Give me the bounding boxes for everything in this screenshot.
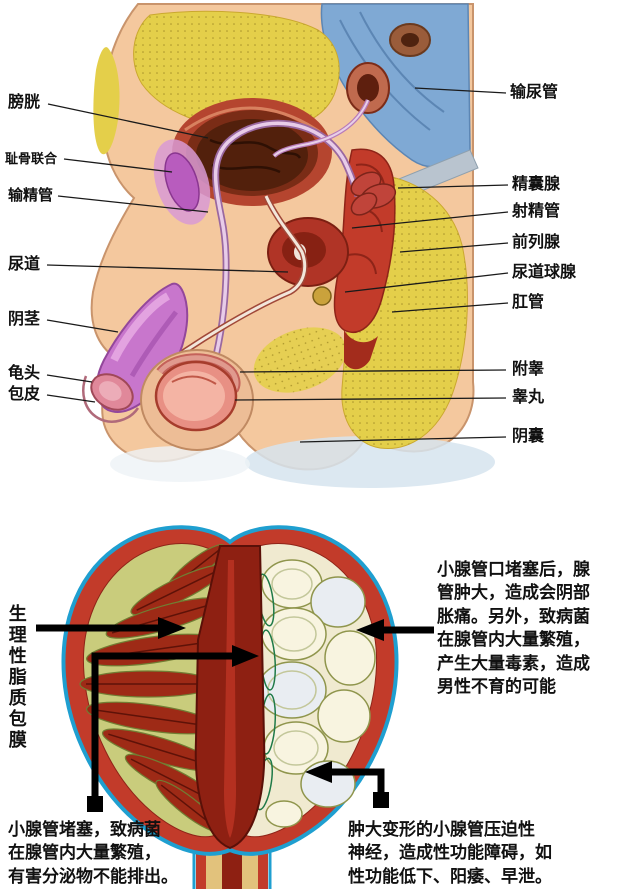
label-lipid-capsule: 生理性脂质包膜 [6, 604, 27, 751]
label-scrotum: 阴囊 [512, 428, 545, 445]
label-penis: 阴茎 [8, 311, 41, 328]
leader-lines [46, 87, 509, 443]
right-note-arrow [356, 619, 434, 641]
seminal-vesicle-shape [350, 171, 397, 216]
label-pubic-symphysis: 耻骨联合 [5, 151, 58, 166]
glans-shape [90, 373, 134, 411]
sacrum-shape [320, 3, 479, 208]
label-bladder: 膀胱 [8, 94, 41, 111]
label-testis: 睾丸 [512, 389, 545, 406]
vas-deferens-shape [208, 119, 362, 373]
foreskin-shape [82, 375, 140, 423]
prostate-gland-illustration [61, 525, 399, 889]
label-seminal-vesicle: 精囊腺 [512, 176, 561, 193]
note-enlarged-duct-bottom-right: 肿大变形的小腺管压迫性 神经，造成性功能障碍，如 性功能低下、阳痿、早泄。 [348, 820, 552, 886]
label-vas-deferens: 输精管 [8, 187, 54, 204]
pubic-symphysis-shape [153, 139, 211, 225]
label-epididymis: 附睾 [512, 361, 545, 378]
male-anatomy-illustration [46, 3, 509, 488]
note-duct-blockage-right: 小腺管口堵塞后，腺 管肿大，造成会阴部 胀痛。另外，致病菌 在腺管内大量繁殖， … [437, 560, 590, 697]
label-ureter: 输尿管 [510, 84, 559, 101]
capsule-arrow [36, 617, 186, 639]
callout-arrows [36, 617, 434, 812]
label-urethra: 尿道 [8, 256, 41, 273]
label-prostate: 前列腺 [512, 234, 561, 251]
label-glans: 龟头 [8, 365, 41, 382]
prostate-shape [267, 217, 349, 287]
label-bulbourethral-gland: 尿道球腺 [512, 264, 577, 281]
note-duct-blockage-bottom-left: 小腺管堵塞，致病菌 在腺管内大量繁殖， 有害分泌物不能排出。 [8, 820, 178, 886]
testis-shape [140, 349, 254, 451]
bottom-left-note-arrow [87, 645, 259, 812]
label-ejaculatory-duct: 射精管 [512, 203, 561, 220]
gland-central-canal-shape [194, 545, 266, 850]
ureter-shape [272, 99, 371, 158]
bottom-right-note-arrow [305, 761, 389, 808]
gland-stem-shape [192, 848, 272, 889]
label-anal-canal: 肛管 [512, 294, 545, 311]
bulbourethral-gland-shape [312, 286, 332, 306]
label-foreskin: 包皮 [8, 386, 41, 403]
